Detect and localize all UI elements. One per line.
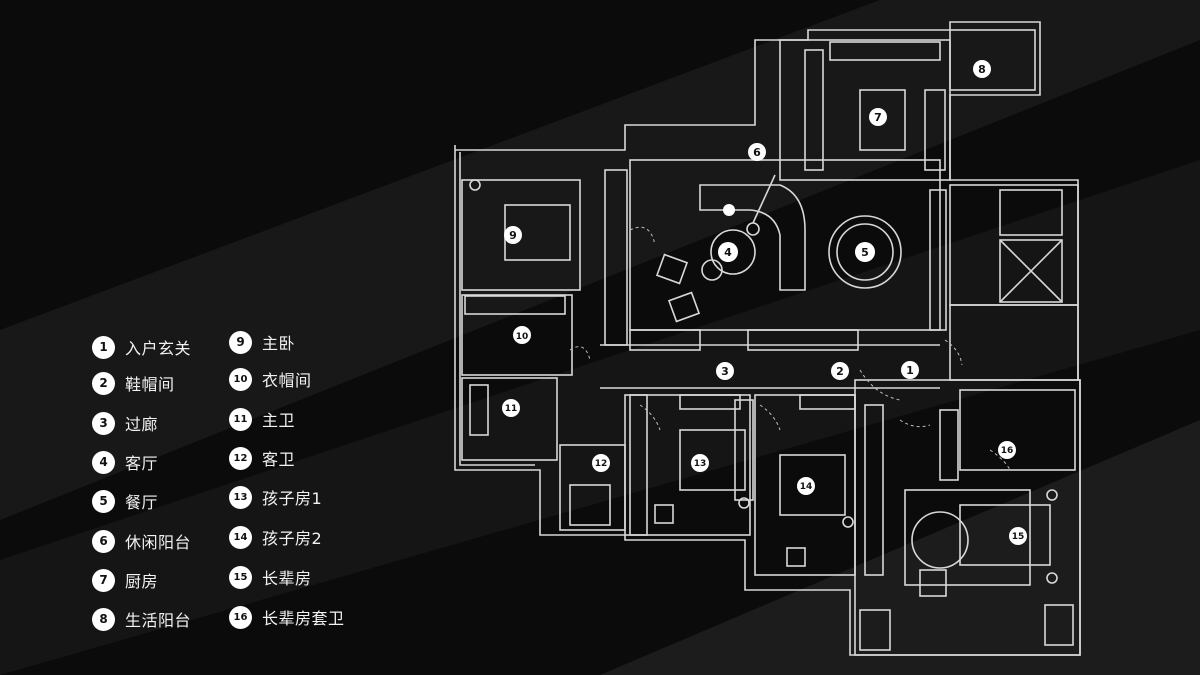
plan-furniture — [469, 174, 1058, 584]
legend-label: 孩子房1 — [262, 489, 323, 508]
legend-number: 5 — [92, 489, 115, 513]
legend-item-15: 15 长辈房 — [229, 565, 312, 589]
plan-marker-12: 12 — [592, 454, 610, 472]
legend-item-12: 12 客卫 — [229, 446, 295, 470]
legend-number: 14 — [229, 525, 252, 549]
plan-marker-16: 16 — [998, 441, 1016, 459]
legend-number: 4 — [92, 450, 115, 474]
legend-label: 主卧 — [262, 334, 296, 353]
legend-item-3: 3 过廊 — [92, 411, 158, 435]
plan-marker-5: 5 — [855, 242, 875, 262]
plan-marker-14: 14 — [797, 477, 815, 495]
svg-text:9: 9 — [509, 229, 517, 242]
legend-number: 6 — [92, 529, 115, 553]
legend-label: 餐厅 — [125, 493, 159, 512]
legend-label: 长辈房 — [262, 569, 312, 588]
svg-text:1: 1 — [906, 364, 914, 377]
legend-item-6: 6 休闲阳台 — [92, 529, 191, 553]
legend-item-14: 14 孩子房2 — [229, 525, 322, 549]
legend-number: 11 — [229, 407, 252, 431]
svg-text:3: 3 — [721, 365, 729, 378]
legend-label: 鞋帽间 — [125, 375, 175, 394]
legend-number: 2 — [92, 371, 115, 395]
svg-text:8: 8 — [978, 63, 986, 76]
svg-text:11: 11 — [505, 404, 518, 414]
plan-marker-13: 13 — [691, 454, 709, 472]
svg-text:13: 13 — [694, 459, 707, 469]
plan-marker-10: 10 — [513, 326, 531, 344]
svg-text:2: 2 — [836, 365, 844, 378]
legend-label: 客厅 — [125, 454, 159, 473]
legend-item-4: 4 客厅 — [92, 450, 158, 474]
legend-item-10: 10 衣帽间 — [229, 367, 312, 391]
legend-number: 9 — [229, 330, 252, 354]
legend-label: 客卫 — [262, 450, 296, 469]
plan-marker-15: 15 — [1009, 527, 1027, 545]
plan-marker-9: 9 — [504, 226, 522, 244]
legend-number: 15 — [229, 565, 252, 589]
legend-item-7: 7 厨房 — [92, 568, 158, 592]
svg-text:16: 16 — [1001, 446, 1014, 456]
svg-text:10: 10 — [516, 332, 529, 342]
legend-label: 厨房 — [125, 572, 159, 591]
svg-text:4: 4 — [724, 246, 732, 259]
legend-number: 7 — [92, 568, 115, 592]
plan-walls — [454, 21, 1081, 656]
legend-number: 8 — [92, 607, 115, 631]
plan-door-swings — [569, 226, 1011, 471]
svg-text:6: 6 — [753, 146, 761, 159]
svg-text:5: 5 — [861, 246, 869, 259]
plan-marker-11: 11 — [502, 399, 520, 417]
legend-item-16: 16 长辈房套卫 — [229, 605, 345, 629]
legend-label: 生活阳台 — [125, 611, 192, 630]
svg-text:12: 12 — [595, 459, 608, 469]
plan-marker-6: 6 — [748, 143, 766, 161]
plan-marker-3: 3 — [716, 362, 734, 380]
legend-label: 休闲阳台 — [125, 533, 192, 552]
legend-label: 主卫 — [262, 411, 296, 430]
legend-number: 13 — [229, 485, 252, 509]
plan-lamp-dot — [723, 204, 735, 216]
legend-label: 过廊 — [125, 415, 159, 434]
legend-label: 孩子房2 — [262, 529, 323, 548]
plan-marker-7: 7 — [869, 108, 887, 126]
legend-label: 长辈房套卫 — [262, 609, 345, 628]
plan-marker-4: 4 — [718, 242, 738, 262]
svg-text:15: 15 — [1012, 532, 1025, 542]
legend-item-13: 13 孩子房1 — [229, 485, 322, 509]
legend-number: 1 — [92, 335, 115, 359]
legend-label: 入户玄关 — [125, 339, 192, 358]
svg-text:14: 14 — [800, 482, 813, 492]
legend-item-9: 9 主卧 — [229, 330, 295, 354]
legend-number: 12 — [229, 446, 252, 470]
legend-item-11: 11 主卫 — [229, 407, 295, 431]
legend-number: 10 — [229, 367, 252, 391]
legend-item-2: 2 鞋帽间 — [92, 371, 175, 395]
svg-text:7: 7 — [874, 111, 882, 124]
plan-marker-8: 8 — [973, 60, 991, 78]
legend-item-8: 8 生活阳台 — [92, 607, 191, 631]
legend-label: 衣帽间 — [262, 371, 312, 390]
legend-item-1: 1 入户玄关 — [92, 335, 191, 359]
legend-number: 16 — [229, 605, 252, 629]
legend-number: 3 — [92, 411, 115, 435]
plan-marker-2: 2 — [831, 362, 849, 380]
legend-item-5: 5 餐厅 — [92, 489, 158, 513]
plan-marker-1: 1 — [901, 361, 919, 379]
